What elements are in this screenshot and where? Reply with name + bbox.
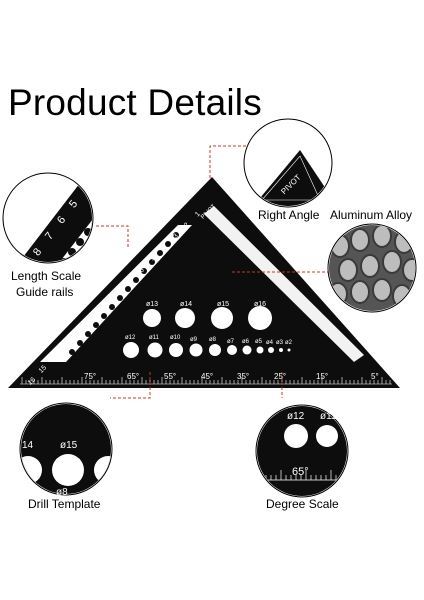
page-title: Product Details [8,82,262,123]
drill-label-top-1: ø14 [180,301,193,308]
drill-label-bottom-10: ø2 [285,340,293,346]
drill-label-bottom-1: ø11 [149,335,159,341]
zoom-drill-label-14: 14 [22,440,34,451]
zoom-aluminum-alloy [327,223,417,313]
drill-label-top-3: ø16 [254,301,267,308]
degree-label-6: 15° [316,372,329,381]
drill-label-top-2: ø15 [217,301,230,308]
drill-label-bottom-2: ø10 [170,335,181,341]
degree-label-1: 65° [127,372,140,381]
callout-right-angle: Right Angle [258,208,320,222]
guide-rail-slot [40,225,192,362]
zoom-right-number-1: 1 [275,161,281,172]
zoom-degree-label-12: ø12 [287,411,305,422]
callout-drill-template: Drill Template [28,497,101,511]
callout-length-scale: Length Scale [11,269,82,283]
hypotenuse-slot [204,206,364,362]
callout-aluminum-alloy: Aluminum Alloy [330,208,413,222]
drill-label-bottom-7: ø5 [255,339,263,345]
drill-label-bottom-5: ø7 [227,339,235,345]
zoom-degree-label-11: ø11 [320,411,337,422]
drill-label-bottom-3: ø9 [190,337,198,343]
drill-label-top-0: ø13 [146,301,159,308]
degree-label-7: 5° [371,372,379,381]
zoom-drill-label-15: ø15 [60,440,78,451]
zoom-degree-value: 65° [292,466,309,478]
callout-degree-scale: Degree Scale [266,497,339,511]
zoom-degree-scale [255,404,349,498]
drill-label-bottom-6: ø6 [242,339,250,345]
degree-label-4: 35° [237,372,250,381]
degree-label-3: 45° [201,372,214,381]
drill-label-bottom-0: ø12 [125,335,136,341]
degree-label-5: 25° [274,372,287,381]
drill-label-bottom-4: ø8 [209,337,217,343]
degree-label-0: 75° [84,372,97,381]
drill-label-bottom-8: ø4 [266,340,274,346]
guide-rail-teeth [69,232,179,355]
speed-square-body [8,177,400,388]
zoom-right-angle [243,118,333,208]
zoom-right-number-2: 2 [261,175,267,186]
drill-label-bottom-9: ø3 [276,340,284,346]
degree-label-2: 55° [164,372,177,381]
callout-connectors [96,145,330,399]
drill-holes [123,306,291,358]
zoom-drill-label-8: ø8 [56,487,68,498]
degree-ticks [21,377,391,384]
callout-guide-rails: Guide rails [16,285,74,299]
